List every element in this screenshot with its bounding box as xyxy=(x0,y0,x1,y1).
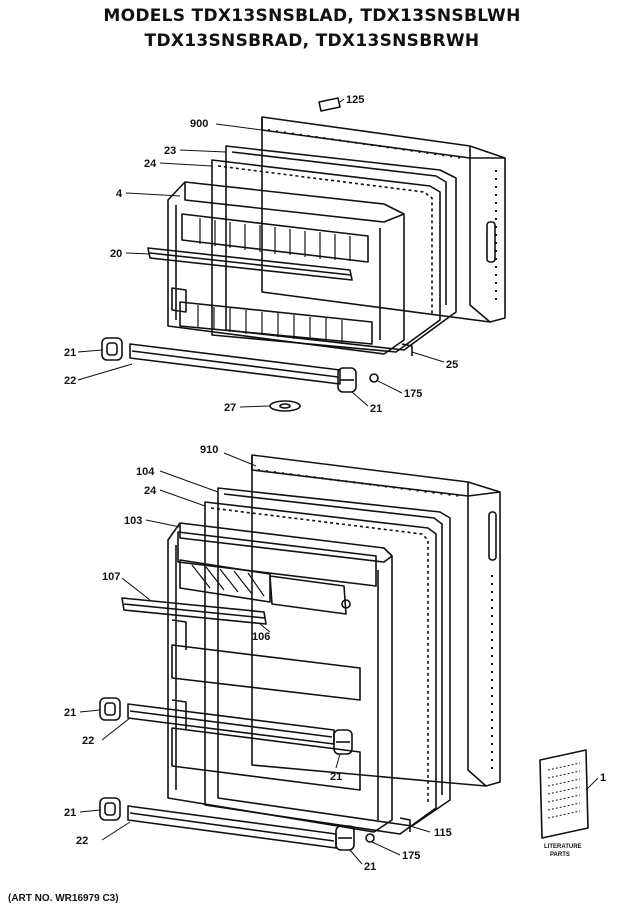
callout-900: 900 xyxy=(190,118,208,130)
part-24-gasket xyxy=(211,159,441,353)
part-25-hinge xyxy=(401,343,413,356)
callout-115: 115 xyxy=(434,827,452,839)
callout-21-mid-right: 21 xyxy=(330,771,342,783)
part-21-end-cap-bottom-right xyxy=(335,825,355,851)
part-103-door-liner xyxy=(167,522,393,833)
callout-20: 20 xyxy=(110,248,122,260)
part-22-door-rail-bottom xyxy=(127,805,337,849)
callout-4: 4 xyxy=(116,188,123,200)
callout-27: 27 xyxy=(224,402,236,414)
callout-21-bottom-right: 21 xyxy=(364,861,376,873)
part-1-literature-booklet xyxy=(539,749,589,839)
leader-lines xyxy=(77,98,599,865)
part-115-hinge xyxy=(399,817,411,832)
callout-104: 104 xyxy=(136,466,155,478)
callout-125: 125 xyxy=(346,94,364,106)
callout-107: 107 xyxy=(102,571,120,583)
part-20-shelf-bar xyxy=(147,247,353,281)
part-21-end-cap-bottom-left xyxy=(99,797,121,821)
part-900-outer-door xyxy=(261,116,506,323)
part-27-washer xyxy=(269,400,301,412)
literature-caption: LITERATURE PARTS xyxy=(544,844,582,858)
part-21-end-cap-mid-right xyxy=(333,729,353,755)
part-175-screw-top xyxy=(369,373,379,383)
part-107-dairy-bar xyxy=(121,597,267,625)
literature-label-line-2: PARTS xyxy=(550,852,570,858)
callout-labels-top: 125 900 23 24 4 20 25 21 22 21 175 27 xyxy=(64,94,458,415)
callout-1: 1 xyxy=(600,772,606,784)
part-175-screw-bottom xyxy=(365,833,375,843)
callout-21-bottom-left: 21 xyxy=(64,807,76,819)
part-4-door-liner xyxy=(167,181,405,355)
callout-175-bottom: 175 xyxy=(402,850,420,862)
part-106-dairy-door xyxy=(179,559,351,615)
callout-24: 24 xyxy=(144,158,157,170)
callout-21-top-right: 21 xyxy=(370,403,382,415)
callout-25: 25 xyxy=(446,359,458,371)
part-24-gasket-bottom xyxy=(204,501,437,835)
title-line-1: MODELS TDX13SNSBLAD, TDX13SNSBLWH xyxy=(103,6,521,26)
part-21-end-cap-top-left xyxy=(101,337,123,361)
callout-21-mid-left: 21 xyxy=(64,707,76,719)
callout-labels-bottom: 910 104 24 103 107 106 21 22 21 21 22 11… xyxy=(64,444,606,873)
callout-22-bottom: 22 xyxy=(76,835,88,847)
title-line-2: TDX13SNSBRAD, TDX13SNSBRWH xyxy=(144,31,480,51)
art-number: (ART NO. WR16979 C3) xyxy=(8,893,119,904)
callout-22-top: 22 xyxy=(64,375,76,387)
literature-label-line-1: LITERATURE xyxy=(544,844,582,850)
callout-103: 103 xyxy=(124,515,142,527)
callout-175-top: 175 xyxy=(404,388,422,400)
part-21-end-cap-mid-left xyxy=(99,697,121,721)
callout-23: 23 xyxy=(164,145,176,157)
callout-24-bottom: 24 xyxy=(144,485,157,497)
part-22-door-rail-mid xyxy=(127,703,335,745)
part-910-outer-door xyxy=(251,454,501,787)
part-125-trim xyxy=(318,97,341,112)
callout-21-top-left: 21 xyxy=(64,347,76,359)
part-104-liner-frame xyxy=(217,487,451,827)
callout-106: 106 xyxy=(252,631,270,643)
part-22-door-rail-top xyxy=(129,343,341,385)
callout-910: 910 xyxy=(200,444,218,456)
callout-22-mid: 22 xyxy=(82,735,94,747)
part-21-end-cap-top-right xyxy=(337,367,357,393)
